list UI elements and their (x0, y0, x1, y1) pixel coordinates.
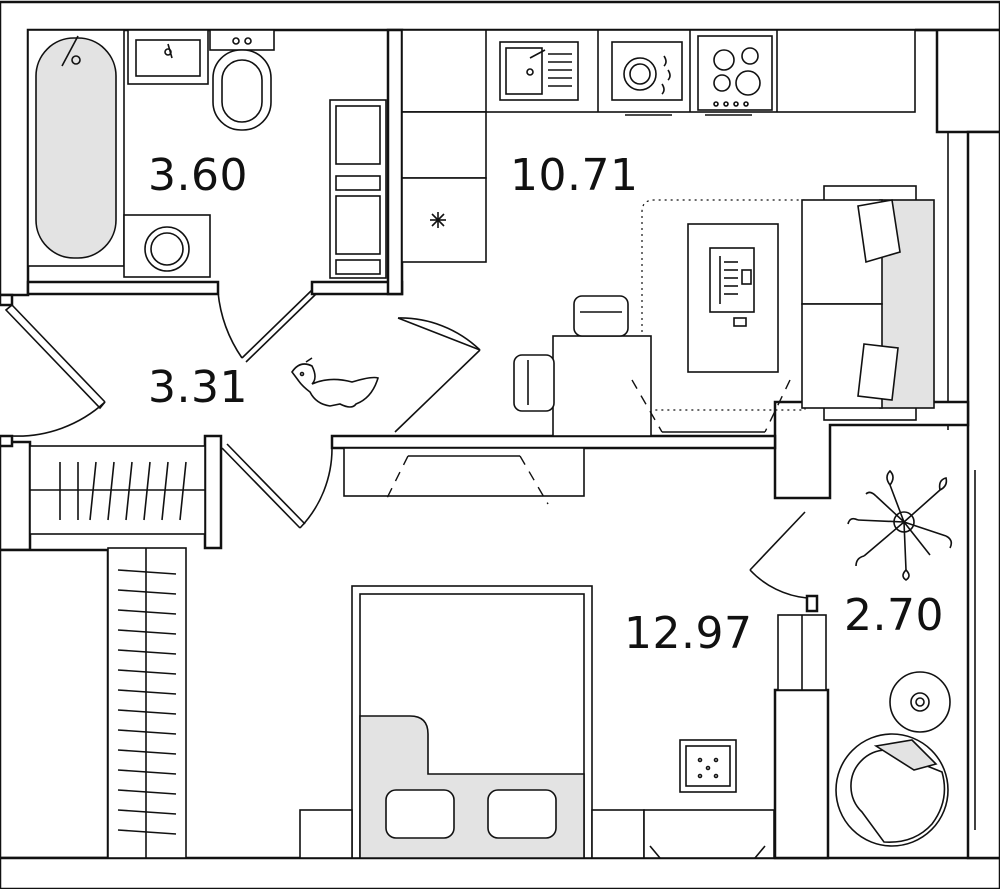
cooktop (625, 35, 773, 116)
bathroom-sink (127, 29, 209, 85)
bedroom-pouf (679, 739, 737, 793)
balcony-chair (835, 733, 949, 847)
balcony-plant (847, 469, 953, 581)
room-area-balcony: 2.70 (844, 590, 944, 641)
doors (4, 289, 808, 599)
entry-shelf (343, 447, 585, 505)
toilet (209, 29, 275, 131)
kitchen-sink (499, 41, 579, 101)
dishwasher (611, 41, 683, 101)
room-area-bedroom: 12.97 (624, 608, 753, 659)
coffee-table-laptop (687, 223, 779, 373)
dog-figure (291, 357, 379, 408)
room-area-hallway: 3.31 (148, 362, 248, 413)
rug (641, 199, 806, 411)
balcony-table (889, 671, 951, 733)
room-area-kitchen-living: 10.71 (510, 150, 639, 201)
fridge-column (329, 99, 387, 279)
bed (299, 585, 645, 859)
bathtub (27, 29, 125, 267)
sofa (801, 185, 935, 421)
wardrobe-hall (29, 445, 206, 535)
wardrobe-bedroom (107, 547, 187, 859)
washing-machine (123, 214, 211, 278)
room-area-bathroom: 3.60 (148, 150, 248, 201)
desk (643, 809, 775, 859)
dining-table (513, 295, 791, 437)
